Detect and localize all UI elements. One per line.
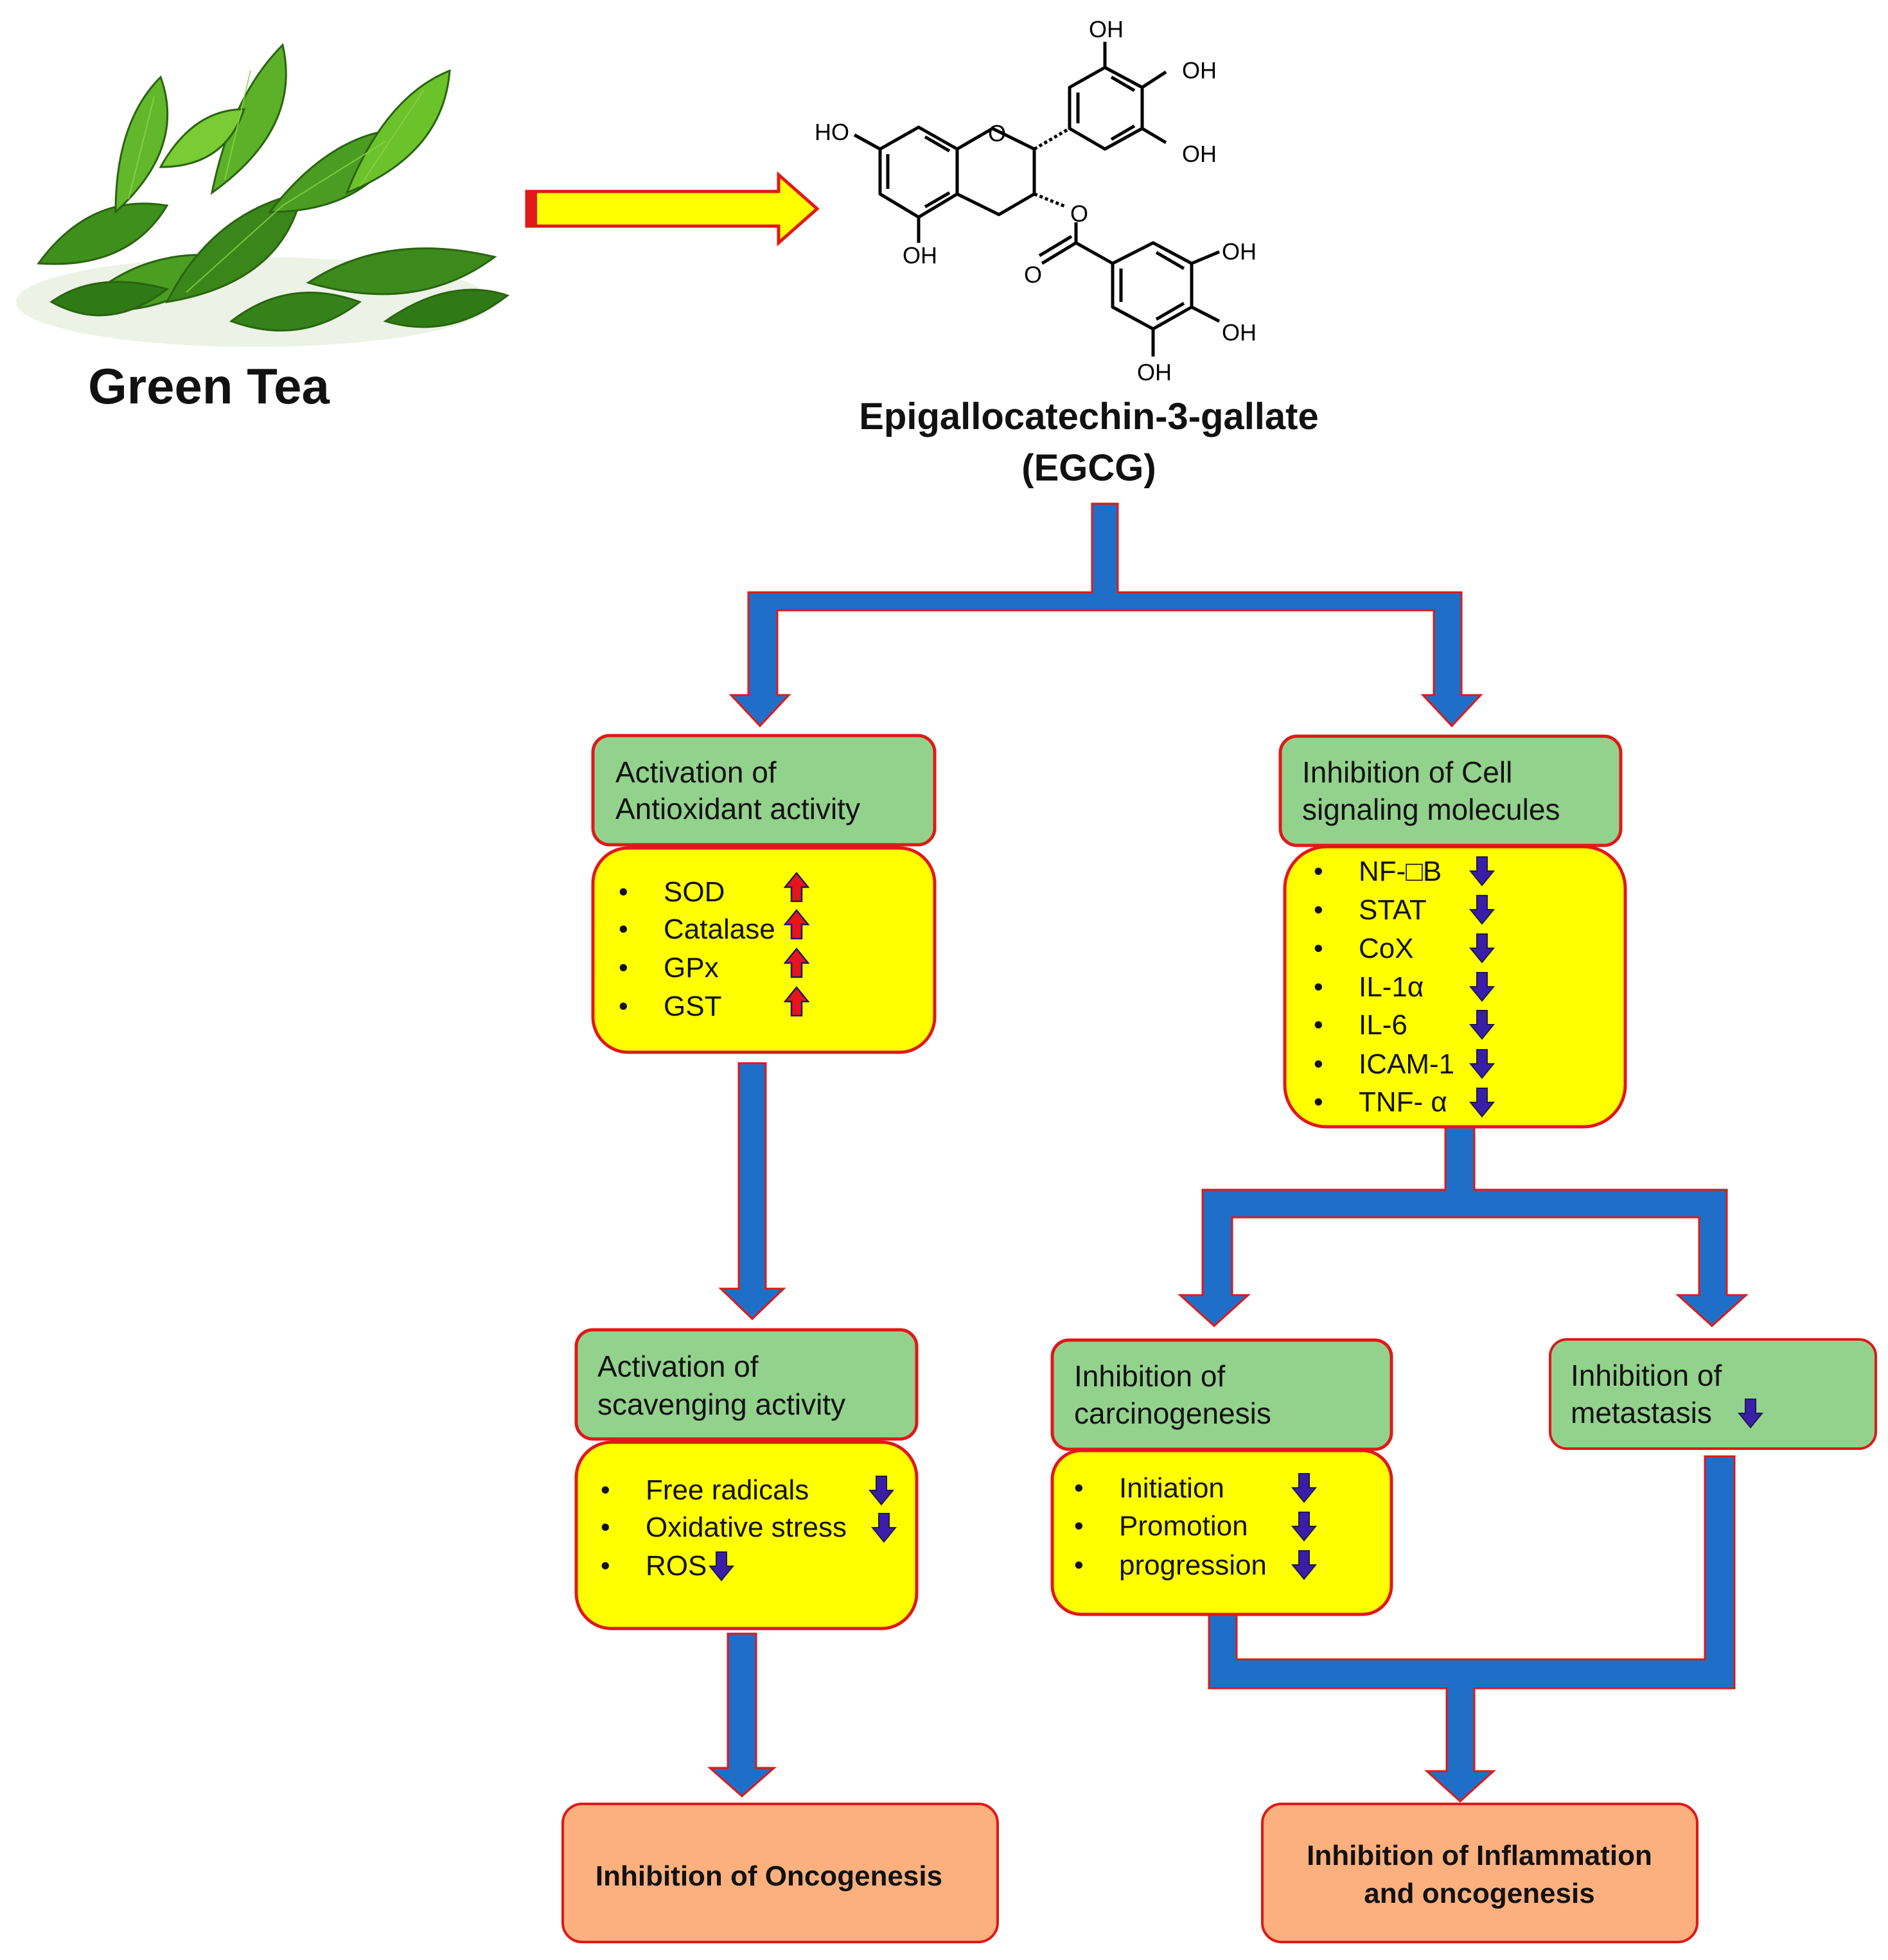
bullet: •: [619, 876, 628, 906]
signaling-item-il1a: IL-1α: [1359, 971, 1424, 1003]
atom-o-carbonyl: O: [1024, 261, 1042, 288]
scavenging-item-ros: ROS: [646, 1550, 707, 1582]
scavenging-item-oxidative-stress: Oxidative stress: [646, 1512, 847, 1543]
bullet: •: [601, 1474, 610, 1505]
signaling-item-cox: CoX: [1359, 933, 1414, 964]
signaling-item-icam1: ICAM-1: [1359, 1048, 1454, 1080]
bullet: •: [1314, 894, 1323, 924]
antioxidant-item-gpx: GPx: [664, 952, 719, 984]
scavenging-title-line2: scavenging activity: [597, 1388, 845, 1421]
metastasis-title-line1: Inhibition of: [1571, 1359, 1722, 1392]
carcinogenesis-title-line2: carcinogenesis: [1074, 1397, 1271, 1430]
atom-oh-g1: OH: [1222, 238, 1257, 265]
atom-o-ring: O: [988, 120, 1006, 146]
antioxidant-list: • SOD • Catalase • GPx • GST: [619, 872, 809, 1022]
carcinogenesis-title-line1: Inhibition of: [1074, 1359, 1225, 1393]
egcg-structure-icon: [853, 42, 1221, 357]
scavenging-title-line1: Activation of: [597, 1350, 759, 1383]
carcinogenesis-item-progression: progression: [1119, 1549, 1267, 1581]
scavenging-item-free-radicals: Free radicals: [646, 1474, 809, 1506]
bullet: •: [1314, 1086, 1323, 1117]
compound-name: Epigallocatechin-3-gallate: [859, 396, 1319, 437]
atom-o-ester: O: [1070, 200, 1088, 227]
bullet: •: [1314, 971, 1323, 1002]
outcome-right-line1: Inhibition of Inflammation: [1307, 1840, 1652, 1871]
bullet: •: [1074, 1549, 1084, 1580]
bullet: •: [1074, 1510, 1084, 1541]
bullet: •: [619, 914, 628, 944]
atom-oh-b2: OH: [1182, 57, 1217, 84]
scavenging-header-box: [574, 1328, 919, 1441]
bullet: •: [619, 952, 628, 982]
signaling-item-nfkb: NF-□B: [1359, 856, 1442, 887]
antioxidant-item-catalase: Catalase: [664, 914, 775, 945]
atom-oh-a-bottom: OH: [903, 242, 937, 269]
signaling-list: • NF-□B • STAT • CoX • IL-1α • IL-6 • IC…: [1314, 856, 1494, 1118]
yellow-arrow-tail: [527, 191, 537, 226]
signaling-item-tnfa: TNF- α: [1359, 1086, 1447, 1118]
atom-oh-g2: OH: [1222, 319, 1257, 346]
antioxidant-item-sod: SOD: [664, 876, 725, 908]
outcome-right-line2: and oncogenesis: [1364, 1878, 1594, 1909]
antioxidant-item-gst: GST: [664, 991, 721, 1022]
compound-abbrev: (EGCG): [1021, 447, 1156, 489]
scavenging-list: • Free radicals • Oxidative stress • ROS: [601, 1474, 896, 1582]
signaling-list-box: [1283, 845, 1627, 1129]
bullet: •: [1314, 933, 1323, 963]
bullet: •: [1314, 856, 1323, 886]
bullet: •: [1314, 1009, 1323, 1039]
atom-oh-top: OH: [1089, 16, 1124, 42]
metastasis-box: [1549, 1338, 1877, 1450]
carcinogenesis-header-box: [1050, 1338, 1393, 1451]
outcome-left-label: Inhibition of Oncogenesis: [596, 1860, 942, 1892]
bullet: •: [1314, 1048, 1323, 1079]
signaling-item-il6: IL-6: [1359, 1009, 1407, 1041]
bullet: •: [601, 1550, 610, 1580]
signaling-title-line2: signaling molecules: [1302, 793, 1560, 826]
flow-arrows: [707, 502, 1749, 1803]
bullet: •: [1074, 1472, 1084, 1503]
atom-oh-b3: OH: [1182, 141, 1217, 167]
carcinogenesis-item-initiation: Initiation: [1119, 1472, 1224, 1504]
scavenging-list-box: [574, 1440, 919, 1630]
atom-oh-g3: OH: [1137, 359, 1172, 385]
green-tea-label: Green Tea: [88, 358, 330, 414]
carcinogenesis-list: • Initiation • Promotion • progression: [1074, 1472, 1316, 1581]
signaling-title-line1: Inhibition of Cell: [1302, 755, 1512, 789]
bullet: •: [619, 991, 628, 1021]
signaling-item-stat: STAT: [1359, 894, 1427, 926]
outcome-right-box: [1261, 1803, 1698, 1943]
green-tea-leaves-icon: [16, 43, 510, 347]
metastasis-title-line2: metastasis: [1571, 1396, 1712, 1429]
bullet: •: [601, 1512, 610, 1542]
antioxidant-title-line2: Antioxidant activity: [615, 792, 860, 825]
egcg-atom-labels: OH OH OH HO O O O OH OH OH OH: [815, 16, 1257, 385]
antioxidant-list-box: [591, 846, 937, 1054]
outcome-left-box: [561, 1803, 999, 1943]
antioxidant-title-line1: Activation of: [615, 755, 777, 789]
atom-ho-a: HO: [815, 119, 849, 145]
antioxidant-header-box: [591, 734, 937, 847]
yellow-right-arrow: [525, 171, 820, 247]
signaling-header-box: [1278, 734, 1623, 847]
carcinogenesis-item-promotion: Promotion: [1119, 1510, 1248, 1542]
